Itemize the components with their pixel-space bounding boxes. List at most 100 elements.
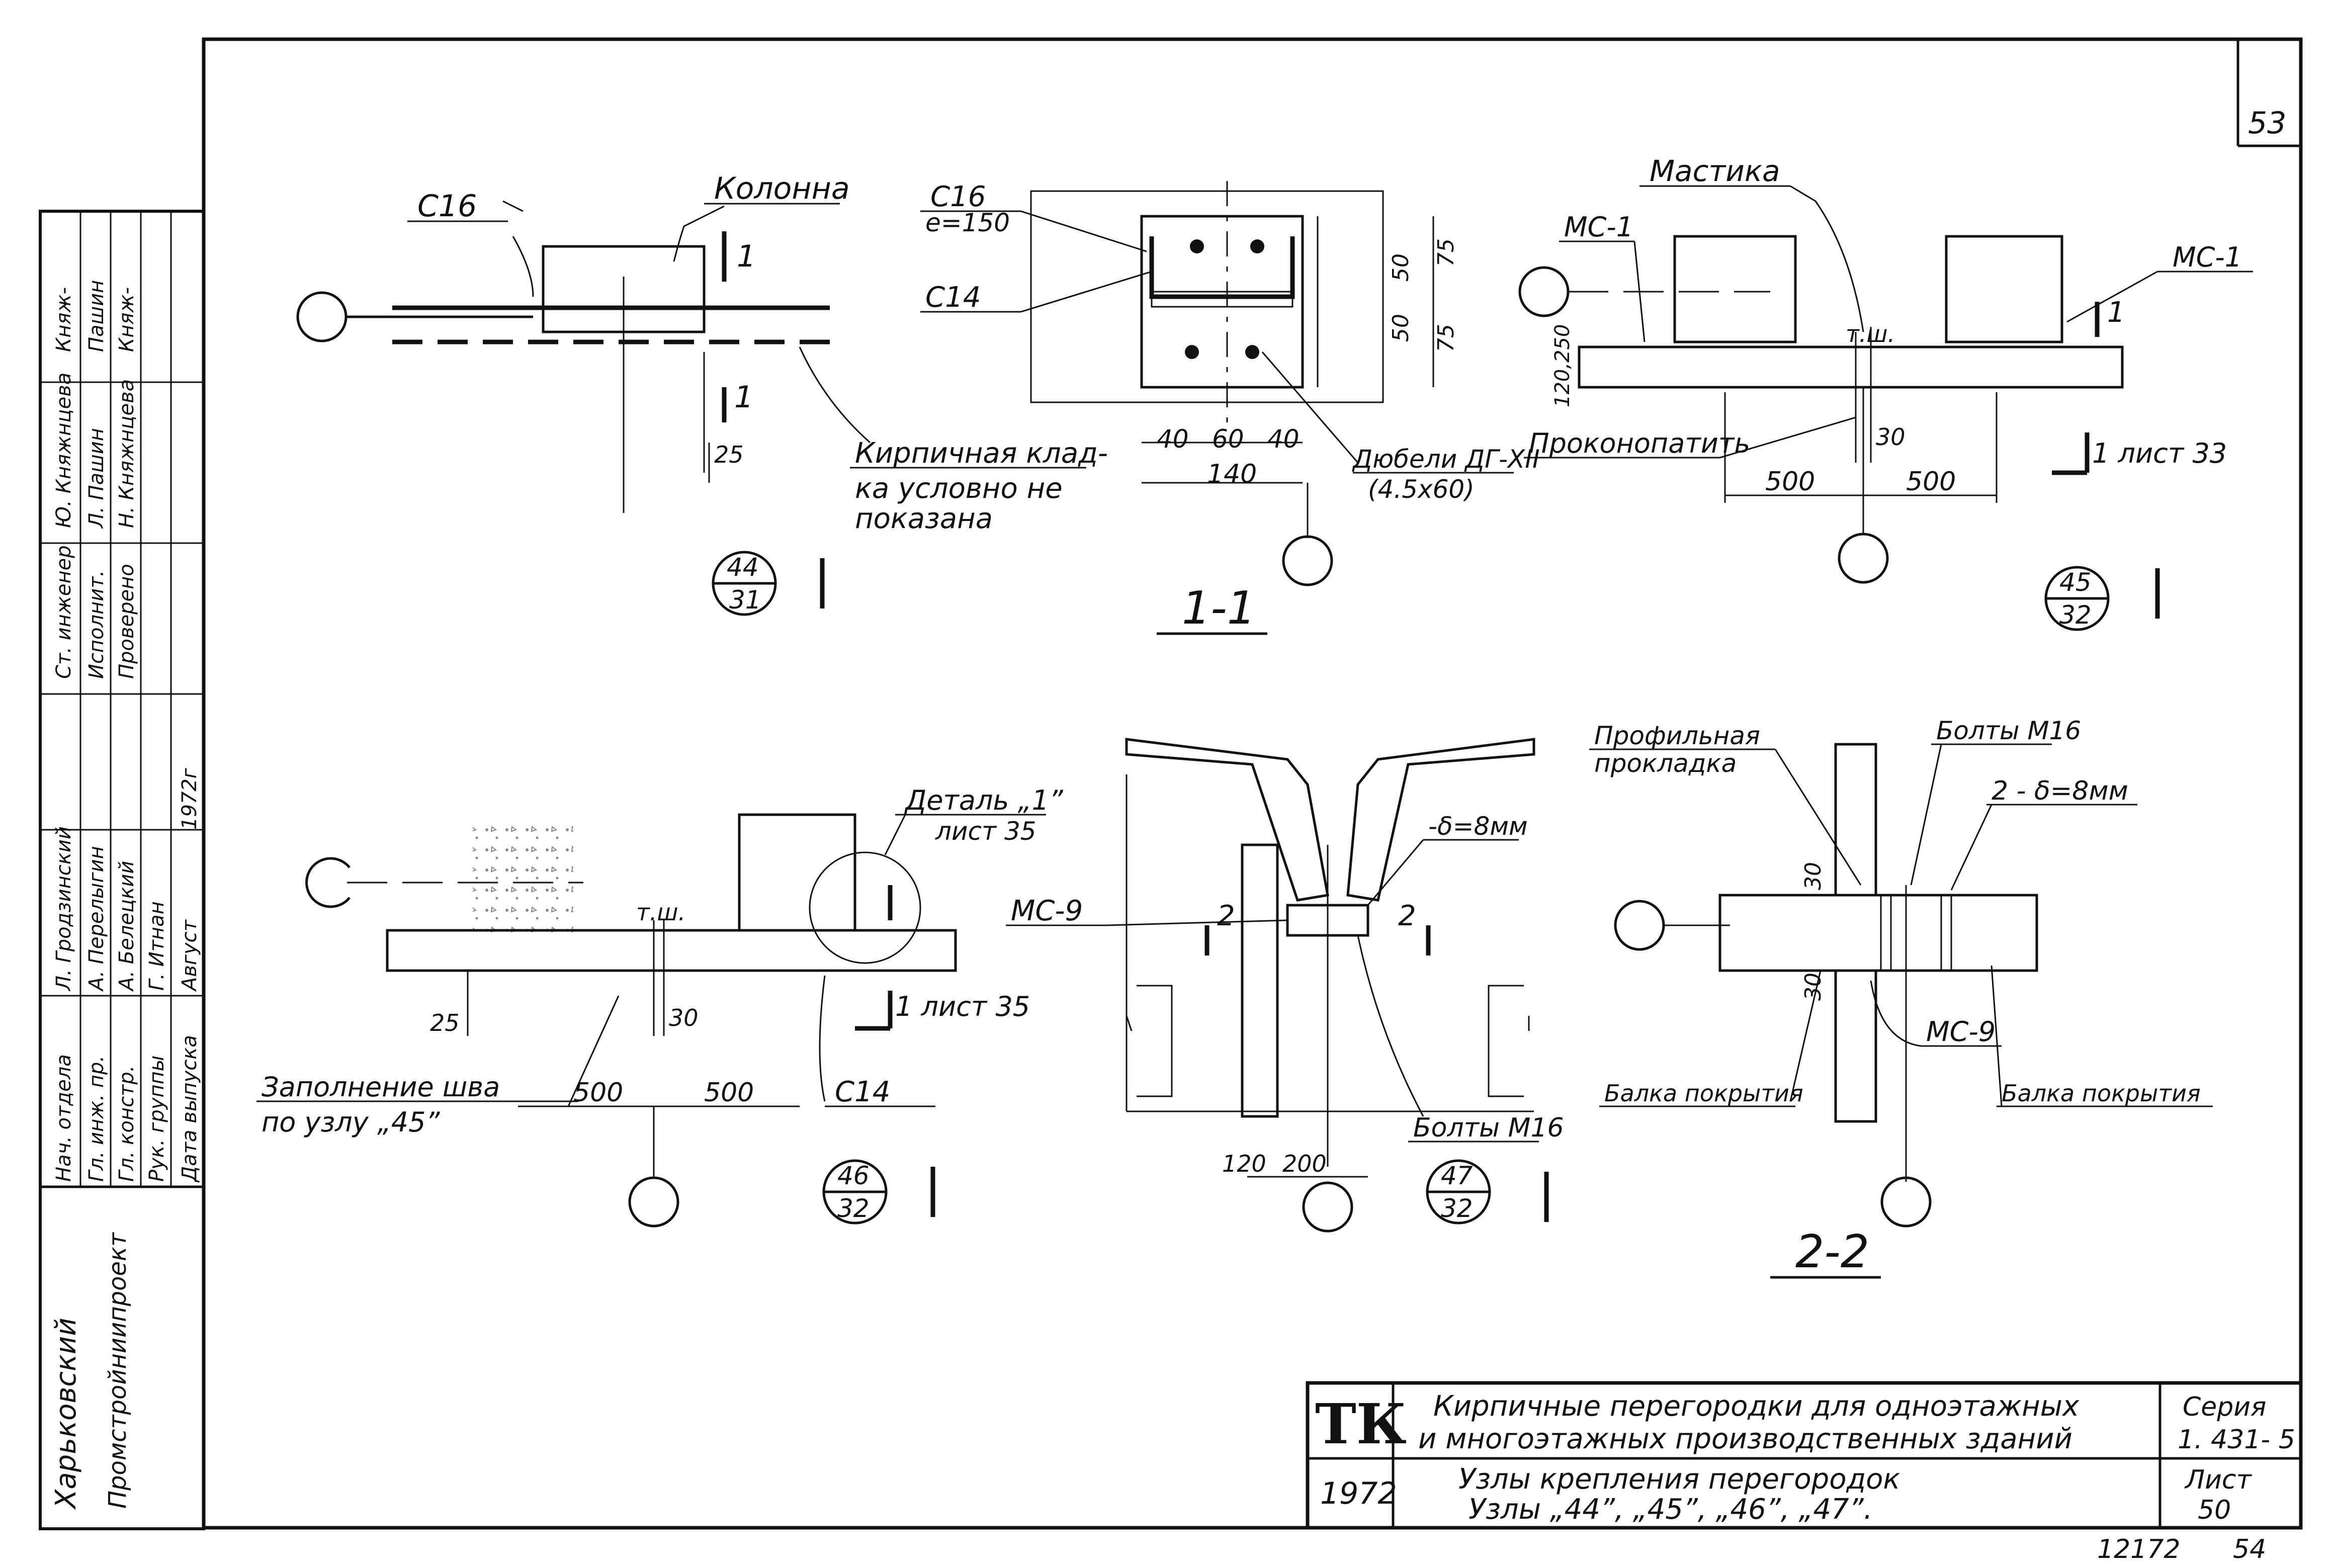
node45-badge-bottom: 32 xyxy=(2059,600,2092,630)
stamp-name2-1: Ю. Княжнцева xyxy=(52,373,75,528)
node44-note-line1: Кирпичная клад- xyxy=(855,437,1108,470)
title-block: ТК 1972 Кирпичные перегородки для одноэт… xyxy=(1306,1381,2303,1530)
section11-dim-40b: 40 xyxy=(1267,424,1300,454)
section11-dim-40a: 40 xyxy=(1157,424,1189,454)
node46-c14-label: С14 xyxy=(835,1076,890,1108)
node45-dim-30: 30 xyxy=(1876,423,1906,451)
node44-badge-top: 44 xyxy=(727,553,759,582)
side-stamp: Нач. отдела Л. Гродзинский Ст. инженер Ю… xyxy=(39,210,205,1530)
node46-detail-line2: лист 35 xyxy=(935,817,1036,846)
node44-column-label: Колонна xyxy=(714,171,850,206)
node46-ref-sheet: 1 лист 35 xyxy=(895,991,1030,1022)
page-number: 53 xyxy=(2248,106,2286,141)
stamp-role-5: Дата выпуска xyxy=(178,1035,201,1183)
section22-dim-30b: 30 xyxy=(1800,973,1826,1001)
section22-beam-right: Балка покрытия xyxy=(2002,1080,2201,1107)
stamp-name-1: Л. Гродзинский xyxy=(52,826,75,992)
node-45: Мастика МС-1 МС-1 1 т.ш. 120,250 Проконо… xyxy=(1518,154,2253,631)
node46-fill-line2: по узлу „45” xyxy=(262,1106,441,1138)
node45-dim-500b: 500 xyxy=(1906,467,1956,497)
stamp-role2-1: Ст. инженер xyxy=(52,545,75,679)
node-47: -δ=8мм МС-9 2 2 Болты М16 120 200 47 32 xyxy=(1006,738,1564,1233)
section11-dim-75a: 75 xyxy=(1433,238,1459,267)
stamp-role2-3: Проверено xyxy=(115,564,138,679)
stamp-org-line2: Промстройниипроект xyxy=(104,1232,132,1509)
stamp-name2-3: Н. Княжнцева xyxy=(115,379,138,528)
node46-badge-top: 46 xyxy=(837,1161,870,1190)
section11-dowel-line2: (4.5х60) xyxy=(1368,475,1475,504)
node47-dim-120: 120 xyxy=(1222,1150,1266,1177)
section11-e-label: е=150 xyxy=(925,208,1010,237)
section11-c16-label: С16 xyxy=(930,181,986,213)
node46-tsh-label: т.ш. xyxy=(636,899,685,926)
stamp-name-2: А. Перелыгин xyxy=(85,846,108,992)
title-block-sheet-label: Лист xyxy=(2184,1465,2252,1495)
node46-dim-500a: 500 xyxy=(573,1078,623,1108)
stamp-name2-2: Л. Пашин xyxy=(85,428,108,529)
node45-mc1-left: МС-1 xyxy=(1564,211,1633,243)
section22-gasket-line2: прокладка xyxy=(1594,749,1737,778)
node45-dim-500a: 500 xyxy=(1765,467,1815,497)
section11-dim-50a: 50 xyxy=(1388,253,1414,282)
stamp-role-1: Нач. отдела xyxy=(52,1054,75,1182)
node44-c16-label: С16 xyxy=(417,189,477,224)
section11-dim-140: 140 xyxy=(1207,459,1257,489)
stamp-sign2-2: Пашин xyxy=(85,280,108,352)
section22-bolts-label: Болты М16 xyxy=(1936,716,2081,745)
section22-gasket-line1: Профильная xyxy=(1594,721,1760,750)
title-block-logo: ТК xyxy=(1315,1391,1407,1456)
section-2-2: Профильная прокладка Болты М16 2 - δ=8мм… xyxy=(1589,716,2213,1279)
stamp-sign-5: 1972г xyxy=(178,767,201,830)
stamp-name-3: А. Белецкий xyxy=(115,861,138,992)
stamp-role-3: Гл. констр. xyxy=(115,1066,138,1182)
node46-badge-bottom: 32 xyxy=(837,1194,870,1223)
node46-detail-line1: Деталь „1” xyxy=(904,785,1064,816)
section11-c14-label: С14 xyxy=(925,281,981,314)
title-block-series-label: Серия xyxy=(2183,1392,2266,1422)
node45-mastic-label: Мастика xyxy=(1650,154,1780,188)
node44-section-mark-bottom: 1 xyxy=(734,380,753,415)
bottom-page: 54 xyxy=(2233,1534,2266,1564)
stamp-role-2: Гл. инж. пр. xyxy=(85,1056,108,1182)
node47-bolts-label: Болты М16 xyxy=(1413,1113,1564,1143)
section22-dim-30a: 30 xyxy=(1800,862,1826,890)
section22-plates-label: 2 - δ=8мм xyxy=(1992,776,2128,806)
stamp-org-line1: Харьковский xyxy=(50,1318,82,1510)
section11-dim-50b: 50 xyxy=(1388,314,1414,342)
node46-dim-30: 30 xyxy=(669,1004,699,1031)
section22-mc9-label: МС-9 xyxy=(1926,1016,1996,1048)
bottom-number: 12172 xyxy=(2097,1534,2180,1564)
node45-tsh-label: т.ш. xyxy=(1846,320,1895,347)
node47-dim-200: 200 xyxy=(1282,1150,1327,1177)
section11-title: 1-1 xyxy=(1182,582,1256,635)
node46-fill-line1: Заполнение шва xyxy=(262,1071,500,1103)
title-block-title-line1: Кирпичные перегородки для одноэтажных xyxy=(1433,1390,2080,1423)
section22-title: 2-2 xyxy=(1795,1226,1869,1278)
section11-dowel-line1: Дюбели ДГ-XII xyxy=(1352,445,1540,474)
node45-dim-120-250: 120,250 xyxy=(1551,324,1574,407)
title-block-series-value: 1. 431- 5 xyxy=(2178,1425,2295,1455)
title-block-subtitle-line1: Узлы крепления перегородок xyxy=(1458,1463,1900,1496)
stamp-name-5: Август xyxy=(178,919,201,992)
node44-note-line2: ка условно не xyxy=(855,472,1063,505)
node44-note-line3: показана xyxy=(855,502,993,535)
node44-section-mark-top: 1 xyxy=(737,239,756,274)
node45-ref-sheet: 1 лист 33 xyxy=(2092,438,2227,469)
stamp-name-4: Г. Итнан xyxy=(145,901,168,991)
node-46: Деталь „1” лист 35 т.ш. 25 30 1 лист 35 … xyxy=(256,785,1064,1228)
sheet-frame: 53 12172 54 xyxy=(202,37,2303,1564)
stamp-sign2-3: Княж- xyxy=(115,287,138,352)
node47-section-mark-left: 2 xyxy=(1217,900,1235,932)
node47-badge-bottom: 32 xyxy=(1441,1194,1473,1223)
node46-dim-500b: 500 xyxy=(704,1078,754,1108)
title-block-year: 1972 xyxy=(1320,1476,1397,1511)
node46-dim-25: 25 xyxy=(430,1009,460,1036)
node-44: С16 Колонна 1 1 25 Кирпичная клад- ка ус… xyxy=(296,171,1108,616)
node47-section-mark-right: 2 xyxy=(1398,900,1416,932)
title-block-sheet-value: 50 xyxy=(2198,1495,2231,1525)
stamp-sign2-1: Княж- xyxy=(52,287,75,352)
node45-mc1-right: МС-1 xyxy=(2173,241,2242,273)
section11-dim-60: 60 xyxy=(1212,424,1244,454)
node45-badge-top: 45 xyxy=(2059,568,2092,597)
section22-beam-left: Балка покрытия xyxy=(1604,1080,1803,1107)
